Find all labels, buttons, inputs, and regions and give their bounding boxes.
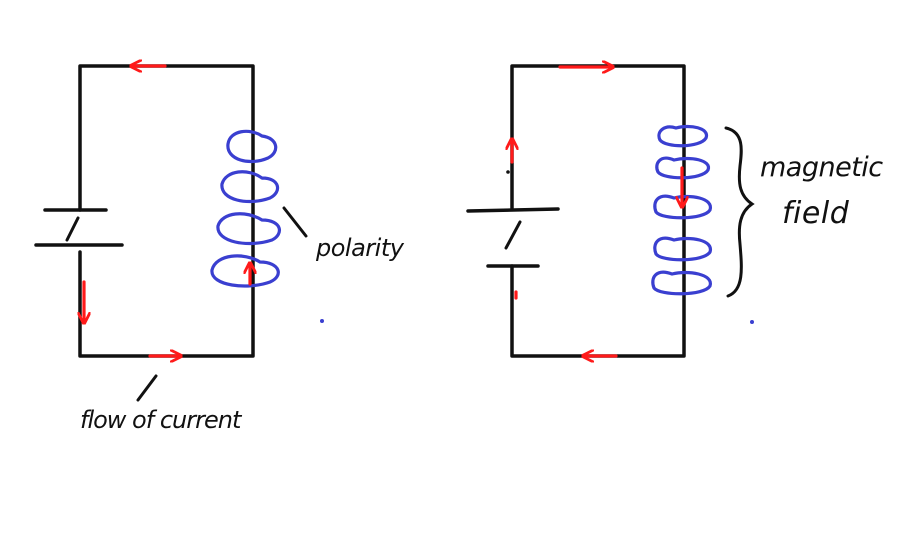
left-battery-icon <box>34 208 124 247</box>
polarity-pointer <box>282 206 308 238</box>
flow-pointer <box>136 374 158 402</box>
right-circuit <box>466 64 755 358</box>
right-coil-icon <box>651 124 712 296</box>
magnetic-label: magnetic <box>760 152 883 183</box>
left-current-arrows <box>84 66 250 356</box>
flow-of-current-label: flow of current <box>80 406 241 434</box>
left-circuit-wire <box>78 64 255 358</box>
polarity-label: polarity <box>316 234 404 262</box>
left-coil-icon <box>210 129 281 288</box>
right-circuit-wire <box>510 64 686 358</box>
right-current-arrows <box>512 67 682 356</box>
right-battery-icon <box>466 207 560 268</box>
magnetic-field-brace-icon <box>724 126 755 298</box>
field-label: field <box>782 196 850 231</box>
left-circuit <box>34 64 324 402</box>
